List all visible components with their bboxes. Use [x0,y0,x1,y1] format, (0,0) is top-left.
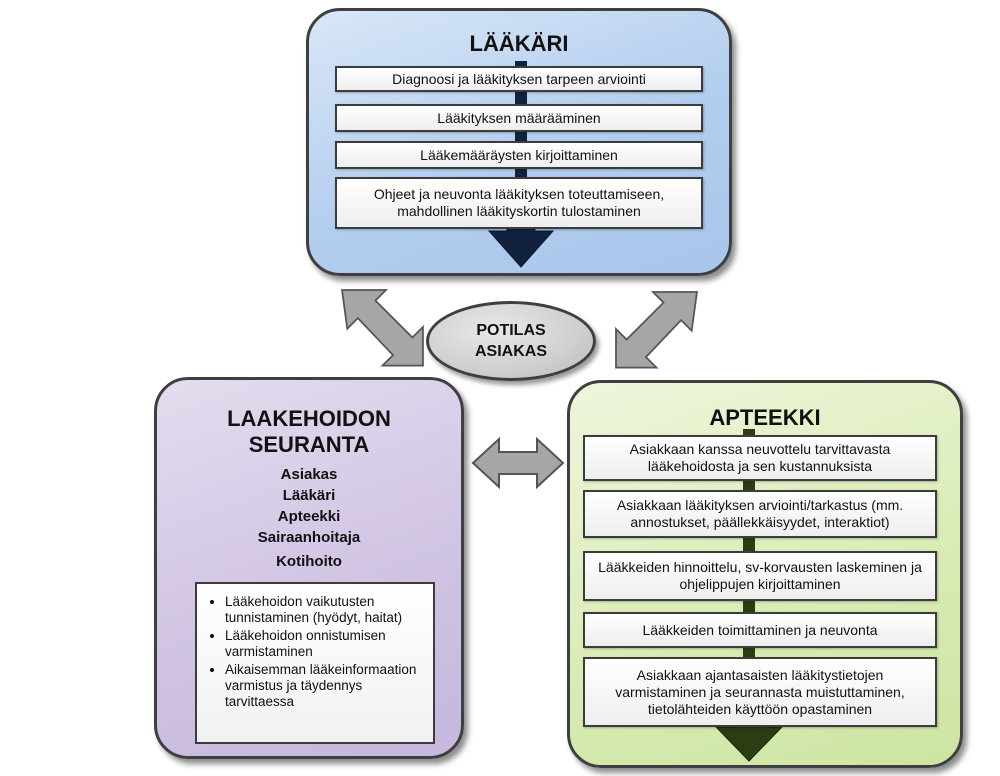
doctor-panel: LÄÄKÄRI Diagnoosi ja lääkityksen tarpeen… [306,8,732,276]
monitoring-title: LAAKEHOIDON SEURANTA [157,406,461,458]
monitoring-roles: Asiakas Lääkäri Apteekki Sairaanhoitaja … [157,464,461,572]
pharmacy-step-2: Asiakkaan lääkityksen arviointi/tarkastu… [583,490,937,538]
monitoring-title-line2: SEURANTA [248,432,370,457]
monitoring-panel: LAAKEHOIDON SEURANTA Asiakas Lääkäri Apt… [154,377,464,759]
role-kotihoito: Kotihoito [276,553,342,570]
pharmacy-panel: APTEEKKI Asiakkaan kanssa neuvottelu tar… [567,380,963,768]
double-arrow-icon [471,436,565,490]
pharmacy-step-4: Lääkkeiden toimittaminen ja neuvonta [583,612,937,648]
patient-ellipse: POTILAS ASIAKAS [426,301,596,381]
patient-label-2: ASIAKAS [474,343,547,360]
pharmacy-title: APTEEKKI [709,405,821,430]
monitoring-task-2: Lääkehoidon onnistumisen varmistaminen [225,628,427,660]
role-apteekki: Apteekki [277,508,341,525]
monitoring-task-1: Lääkehoidon vaikutusten tunnistaminen (h… [225,594,427,626]
doctor-step-2: Lääkityksen määrääminen [335,104,703,132]
monitoring-task-3: Aikaisemman lääkeinformaation varmistus … [225,662,427,710]
double-arrow-icon [615,291,698,369]
role-laakari: Lääkäri [282,487,336,504]
pharmacy-step-3: Lääkkeiden hinnoittelu, sv-korvausten la… [583,551,937,601]
doctor-step-3: Lääkemääräysten kirjoittaminen [335,141,703,169]
pharmacy-step-1: Asiakkaan kanssa neuvottelu tarvittavast… [583,435,937,481]
doctor-title: LÄÄKÄRI [469,31,569,56]
pharmacy-step-5: Asiakkaan ajantasaisten lääkitystietojen… [583,657,937,727]
role-sairaanhoitaja: Sairaanhoitaja [257,529,361,546]
double-arrow-icon [340,289,424,367]
role-asiakas: Asiakas [280,466,338,483]
doctor-step-1: Diagnoosi ja lääkityksen tarpeen arvioin… [335,66,703,92]
monitoring-task-list: Lääkehoidon vaikutusten tunnistaminen (h… [195,582,435,744]
patient-label-1: POTILAS [476,322,546,339]
doctor-step-4: Ohjeet ja neuvonta lääkityksen toteuttam… [335,177,703,229]
monitoring-title-line1: LAAKEHOIDON [227,406,391,431]
